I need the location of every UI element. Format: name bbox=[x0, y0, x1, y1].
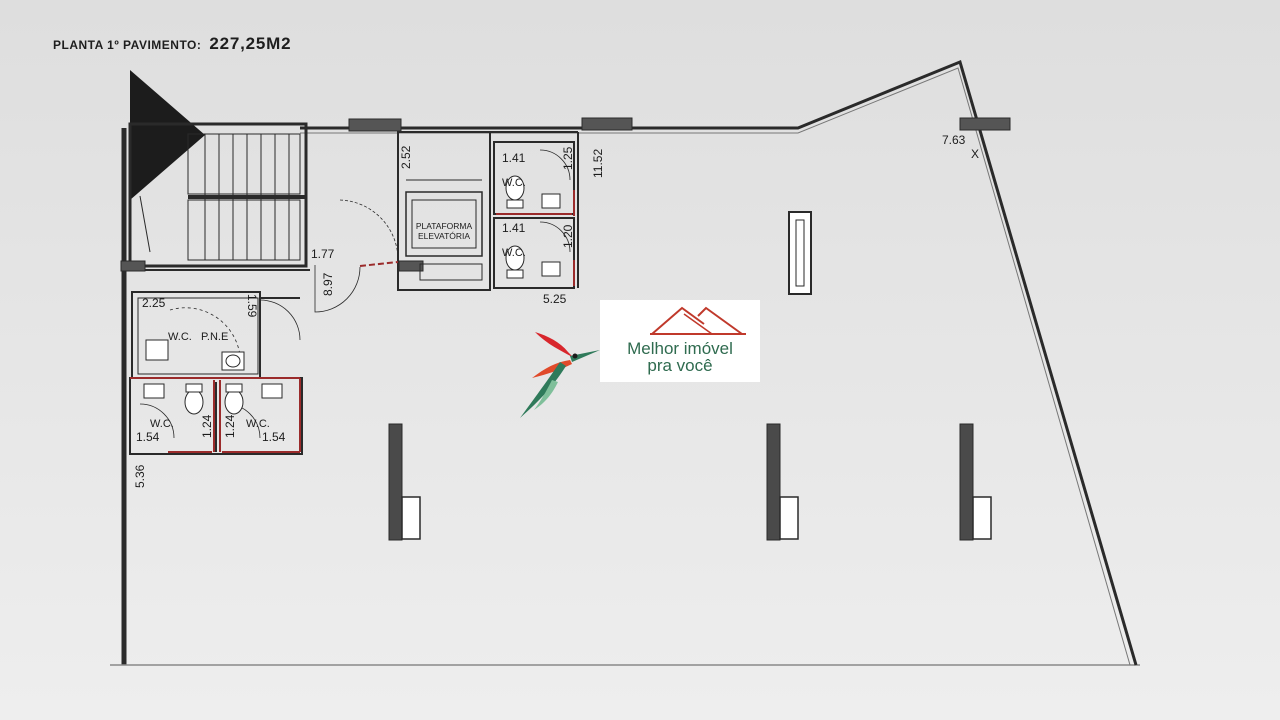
brand-name-line1: Melhor imóvel bbox=[627, 339, 733, 358]
room-label-wc-top: W.C. bbox=[502, 177, 526, 189]
dimension-11-52: 11.52 bbox=[591, 149, 605, 178]
brand-name: Melhor imóvel pra você bbox=[600, 340, 760, 374]
pne-bathroom bbox=[131, 291, 301, 379]
dimension-2-52: 2.52 bbox=[399, 145, 413, 169]
dimension-1-54-right: 1.54 bbox=[262, 430, 286, 444]
north-arrow-icon bbox=[130, 70, 205, 200]
dimension-1-24-left: 1.24 bbox=[200, 414, 214, 438]
windows bbox=[120, 117, 1011, 272]
dimension-2-25: 2.25 bbox=[142, 296, 166, 310]
core-accent-walls bbox=[359, 190, 575, 286]
dimension-7-63: 7.63 bbox=[942, 133, 966, 147]
columns bbox=[388, 211, 992, 541]
dimension-1-41-mid: 1.41 bbox=[502, 221, 526, 235]
wc-block-accent bbox=[130, 377, 301, 453]
toilets-wc-block bbox=[143, 383, 283, 415]
room-label-wc-right: W.C. bbox=[246, 418, 270, 430]
dimension-1-20: 1.20 bbox=[561, 224, 575, 248]
dimension-x-marker: X bbox=[971, 147, 979, 161]
dimension-1-54-left: 1.54 bbox=[136, 430, 160, 444]
dimension-8-97: 8.97 bbox=[321, 272, 335, 296]
dimension-1-25: 1.25 bbox=[561, 146, 575, 170]
house-roof-icon bbox=[650, 306, 746, 335]
room-label-wc-left: W.C. bbox=[150, 418, 174, 430]
room-label-platform-line1: PLATAFORMA bbox=[416, 221, 473, 231]
room-label-wc-pne: W.C. P.N.E bbox=[168, 331, 228, 343]
hummingbird-icon bbox=[520, 332, 600, 418]
dimension-5-36: 5.36 bbox=[133, 464, 147, 488]
dimension-1-24-right: 1.24 bbox=[223, 414, 237, 438]
brand-name-line2: pra você bbox=[647, 356, 713, 375]
dimension-1-77: 1.77 bbox=[311, 247, 335, 261]
dimension-1-41-top: 1.41 bbox=[502, 151, 526, 165]
plan-title: PLANTA 1º PAVIMENTO: 227,25M2 bbox=[53, 34, 291, 54]
room-label-wc-mid: W.C. bbox=[502, 247, 526, 259]
dimension-5-25: 5.25 bbox=[543, 292, 567, 306]
core-walls bbox=[314, 131, 579, 313]
dimension-1-59: 1.59 bbox=[245, 294, 259, 318]
toilets-core bbox=[505, 175, 561, 279]
staircase bbox=[128, 122, 310, 271]
room-label-platform-line2: ELEVATÓRIA bbox=[418, 231, 470, 241]
plan-area-value: 227,25M2 bbox=[209, 34, 292, 53]
plan-title-label: PLANTA 1º PAVIMENTO: bbox=[53, 38, 202, 52]
brand-logo: Melhor imóvel pra você bbox=[600, 300, 760, 382]
